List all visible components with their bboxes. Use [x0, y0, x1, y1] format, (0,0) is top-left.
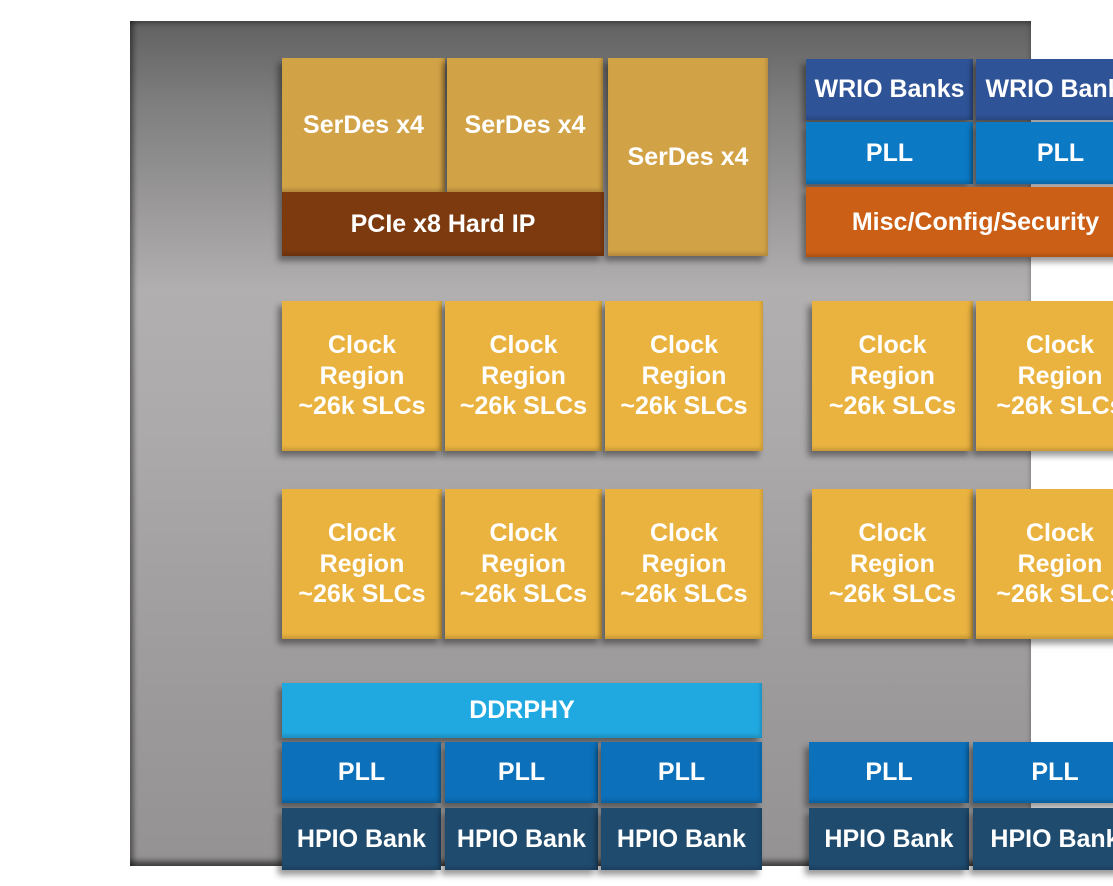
block-label: Clock Region ~26k SLCs: [620, 331, 748, 421]
clock-region-block-r2c4: Clock Region ~26k SLCs: [812, 489, 973, 639]
die-area-panel: SerDes x4 SerDes x4 SerDes x4 PCIe x8 Ha…: [130, 21, 1113, 870]
clock-region-block-r1c1: Clock Region ~26k SLCs: [282, 301, 442, 451]
clock-region-block-r2c3: Clock Region ~26k SLCs: [605, 489, 763, 639]
hpio-bank-block-bottom-left-2: HPIO Bank: [445, 808, 598, 870]
block-label: PCIe x8 Hard IP: [350, 209, 536, 238]
serdes-x4-block-1: SerDes x4: [282, 58, 445, 192]
hpio-bank-block-bottom-left-1: HPIO Bank: [282, 808, 441, 870]
block-label: Clock Region ~26k SLCs: [298, 331, 426, 421]
block-label: PLL: [657, 758, 706, 787]
block-label: DDRPHY: [469, 696, 575, 725]
clock-region-block-r2c1: Clock Region ~26k SLCs: [282, 489, 442, 639]
block-label: Clock Region ~26k SLCs: [996, 519, 1113, 609]
hpio-bank-block-bottom-right-2: HPIO Bank: [973, 808, 1113, 870]
block-label: PLL: [865, 758, 913, 787]
clock-region-block-r2c5: Clock Region ~26k SLCs: [976, 489, 1113, 639]
block-label: SerDes x4: [464, 110, 586, 139]
block-label: PLL: [1031, 758, 1079, 787]
pll-block-bottom-right-2: PLL: [973, 742, 1113, 803]
serdes-x4-block-3: SerDes x4: [608, 58, 768, 256]
block-label: Clock Region ~26k SLCs: [996, 331, 1113, 421]
hpio-bank-block-bottom-left-3: HPIO Bank: [601, 808, 762, 870]
block-label: PLL: [1036, 138, 1085, 167]
block-label: WRIO Banks: [985, 75, 1113, 104]
clock-region-block-r1c3: Clock Region ~26k SLCs: [605, 301, 763, 451]
ddrphy-block: DDRPHY: [282, 683, 762, 738]
hpio-bank-block-bottom-right-1: HPIO Bank: [809, 808, 969, 870]
block-label: HPIO Bank: [296, 824, 427, 853]
block-label: WRIO Banks: [814, 75, 965, 104]
clock-region-block-r1c4: Clock Region ~26k SLCs: [812, 301, 973, 451]
block-label: HPIO Bank: [990, 824, 1113, 853]
wrio-banks-block-1: WRIO Banks: [806, 59, 973, 120]
block-label: HPIO Bank: [616, 824, 747, 853]
wrio-banks-block-2: WRIO Banks: [976, 59, 1113, 120]
block-label: HPIO Bank: [456, 824, 587, 853]
block-label: SerDes x4: [627, 142, 749, 171]
block-label: Clock Region ~26k SLCs: [459, 519, 588, 609]
pll-block-bottom-left-3: PLL: [601, 742, 762, 803]
block-label: Clock Region ~26k SLCs: [459, 331, 588, 421]
pll-block-bottom-left-1: PLL: [282, 742, 441, 803]
block-label: PLL: [865, 138, 914, 167]
serdes-x4-block-2: SerDes x4: [447, 58, 603, 192]
block-label: Clock Region ~26k SLCs: [828, 519, 957, 609]
block-label: Clock Region ~26k SLCs: [298, 519, 426, 609]
block-label: SerDes x4: [303, 110, 424, 139]
clock-region-block-r1c2: Clock Region ~26k SLCs: [445, 301, 602, 451]
pll-block-top-right-1: PLL: [806, 122, 973, 184]
block-label: Clock Region ~26k SLCs: [620, 519, 748, 609]
pll-block-bottom-right-1: PLL: [809, 742, 969, 803]
clock-region-block-r2c2: Clock Region ~26k SLCs: [445, 489, 602, 639]
pll-block-top-right-2: PLL: [976, 122, 1113, 184]
clock-region-block-r1c5: Clock Region ~26k SLCs: [976, 301, 1113, 451]
pll-block-bottom-left-2: PLL: [445, 742, 598, 803]
block-label: HPIO Bank: [824, 824, 954, 853]
pcie-hard-ip-block: PCIe x8 Hard IP: [282, 192, 604, 256]
block-label: Misc/Config/Security: [851, 207, 1100, 236]
block-label: Clock Region ~26k SLCs: [828, 331, 957, 421]
block-label: PLL: [497, 758, 546, 787]
block-label: PLL: [337, 758, 386, 787]
misc-config-security-block: Misc/Config/Security: [806, 187, 1113, 257]
